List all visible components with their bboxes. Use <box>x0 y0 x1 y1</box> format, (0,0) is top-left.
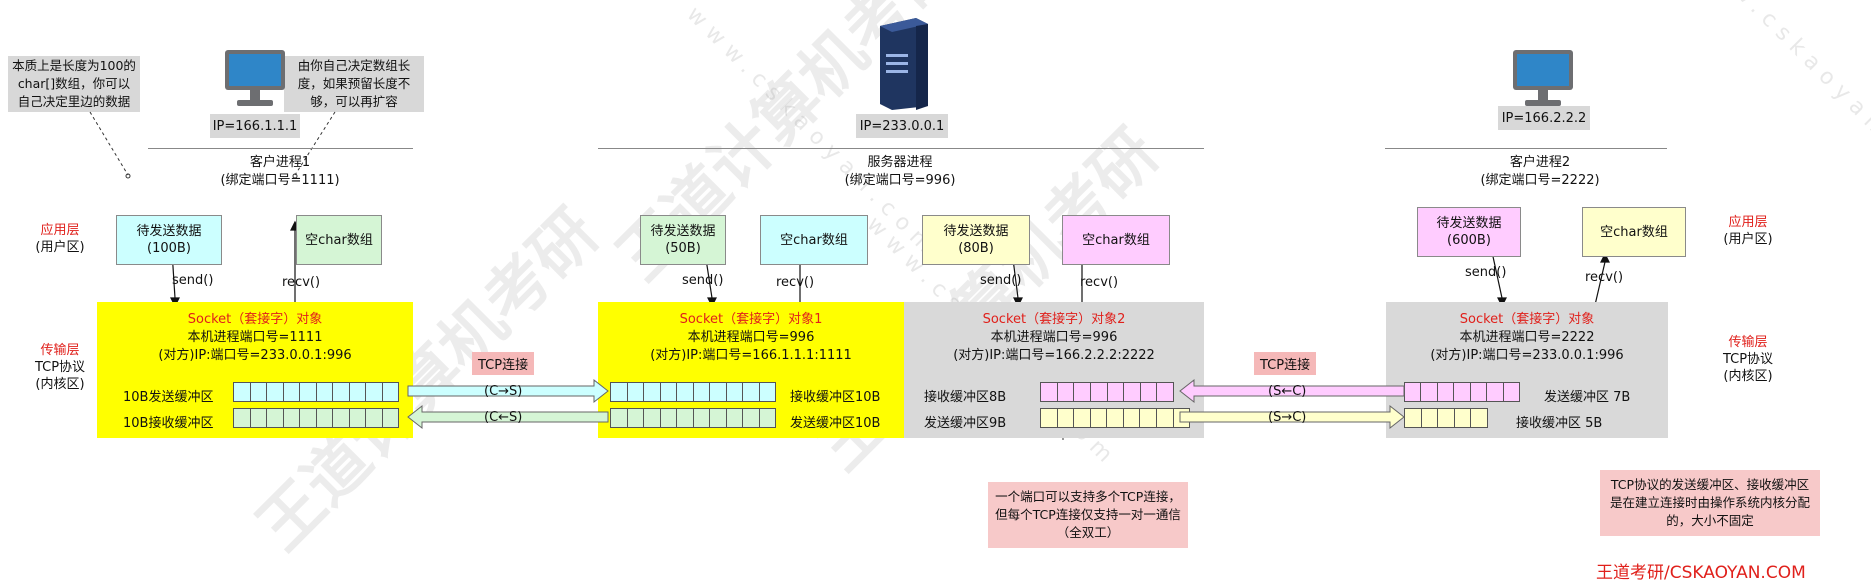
divider <box>598 148 1204 149</box>
connection-label: (S←C) <box>1268 384 1307 399</box>
layer-app-left: 应用层 (用户区) <box>35 223 85 255</box>
socket-title: Socket（套接字）对象 <box>187 312 323 327</box>
recv-buffer-label: 接收缓冲区8B <box>924 390 1007 405</box>
recv-call: recv() <box>776 275 815 290</box>
send-call: send() <box>682 273 724 288</box>
connection-label: (S→C) <box>1268 410 1307 425</box>
recv-buffer-label: 接收缓冲区10B <box>790 390 881 405</box>
socket-remote: (对方)IP:端口号=233.0.0.1:996 <box>1430 348 1624 363</box>
socket-local-port: 本机进程端口号=996 <box>687 330 815 345</box>
socket-client2: Socket（套接字）对象 本机进程端口号=2222 (对方)IP:端口号=23… <box>1386 302 1668 438</box>
socket-local-port: 本机进程端口号=996 <box>990 330 1118 345</box>
ip-client1: IP=166.1.1.1 <box>210 114 300 138</box>
send-buffer <box>233 382 399 402</box>
socket-title: Socket（套接字）对象2 <box>982 312 1126 327</box>
socket-client1: Socket（套接字）对象 本机进程端口号=1111 (对方)IP:端口号=23… <box>97 302 413 438</box>
connection-label: (C←S) <box>484 410 523 425</box>
process-server: 服务器进程 (绑定端口号=996) <box>844 155 956 188</box>
socket-local-port: 本机进程端口号=2222 <box>1459 330 1595 345</box>
layer-tcp-right: 传输层 TCP协议 (内核区) <box>1722 335 1774 384</box>
server1-send-data: 待发送数据 (50B) <box>640 215 726 265</box>
recv-call: recv() <box>1585 270 1624 285</box>
recv-call: recv() <box>282 275 321 290</box>
recv-buffer <box>1404 408 1488 428</box>
send-buffer-label: 发送缓冲区 7B <box>1544 390 1631 405</box>
recv-buffer-label: 接收缓冲区 5B <box>1516 416 1603 431</box>
socket-server1: Socket（套接字）对象1 本机进程端口号=996 (对方)IP:端口号=16… <box>598 302 904 438</box>
process-client2: 客户进程2 (绑定端口号=2222) <box>1480 155 1600 188</box>
socket-local-port: 本机进程端口号=1111 <box>187 330 323 345</box>
tcp-connection-tag: TCP连接 <box>472 352 535 375</box>
divider <box>1385 148 1667 149</box>
send-buffer-label: 10B发送缓冲区 <box>123 390 214 405</box>
client1-recv-array: 空char数组 <box>296 215 382 265</box>
note-char-array: 本质上是长度为100的char[]数组，你可以自己决定里边的数据 <box>8 56 140 112</box>
socket-title: Socket（套接字）对象1 <box>679 312 823 327</box>
server1-recv-array: 空char数组 <box>760 215 868 265</box>
ip-client2: IP=166.2.2.2 <box>1498 106 1590 130</box>
send-call: send() <box>980 273 1022 288</box>
recv-buffer <box>233 408 399 428</box>
recv-buffer <box>1040 382 1174 402</box>
socket-remote: (对方)IP:端口号=233.0.0.1:996 <box>158 348 352 363</box>
socket-server2: Socket（套接字）对象2 本机进程端口号=996 (对方)IP:端口号=16… <box>904 302 1204 438</box>
recv-call: recv() <box>1080 275 1119 290</box>
ip-server: IP=233.0.0.1 <box>856 114 948 138</box>
socket-remote: (对方)IP:端口号=166.2.2.2:2222 <box>953 348 1155 363</box>
server2-send-data: 待发送数据 (80B) <box>922 215 1030 265</box>
send-buffer <box>1404 382 1520 402</box>
send-buffer <box>610 408 776 428</box>
computer-icon <box>1513 50 1573 106</box>
process-client1: 客户进程1 (绑定端口号=1111) <box>220 155 340 188</box>
client1-send-data: 待发送数据 (100B) <box>116 215 222 265</box>
socket-title: Socket（套接字）对象 <box>1459 312 1595 327</box>
tcp-connection-tag: TCP连接 <box>1254 352 1317 375</box>
note-buffer-allocation: TCP协议的发送缓冲区、接收缓冲区是在建立连接时由操作系统内核分配的，大小不固定 <box>1600 470 1820 536</box>
server2-recv-array: 空char数组 <box>1062 215 1170 265</box>
send-call: send() <box>172 273 214 288</box>
send-buffer-label: 发送缓冲区9B <box>924 416 1007 431</box>
recv-buffer-label: 10B接收缓冲区 <box>123 416 214 431</box>
client2-send-data: 待发送数据 (600B) <box>1417 207 1521 257</box>
send-buffer-label: 发送缓冲区10B <box>790 416 881 431</box>
layer-app-right: 应用层 (用户区) <box>1723 215 1773 247</box>
divider <box>148 148 413 149</box>
server-icon <box>880 18 928 110</box>
client2-recv-array: 空char数组 <box>1582 207 1686 257</box>
connection-label: (C→S) <box>484 384 523 399</box>
note-port-multi-connections: 一个端口可以支持多个TCP连接，但每个TCP连接仅支持一对一通信（全双工） <box>988 482 1188 548</box>
note-array-length: 由你自己决定数组长度，如果预留长度不够，可以再扩容 <box>284 56 424 112</box>
layer-tcp-left: 传输层 TCP协议 (内核区) <box>34 343 86 392</box>
footer-brand: 王道考研/CSKAOYAN.COM <box>1596 563 1806 583</box>
send-call: send() <box>1465 265 1507 280</box>
socket-remote: (对方)IP:端口号=166.1.1.1:1111 <box>650 348 852 363</box>
computer-icon <box>225 50 285 106</box>
send-buffer <box>1040 408 1190 428</box>
recv-buffer <box>610 382 776 402</box>
